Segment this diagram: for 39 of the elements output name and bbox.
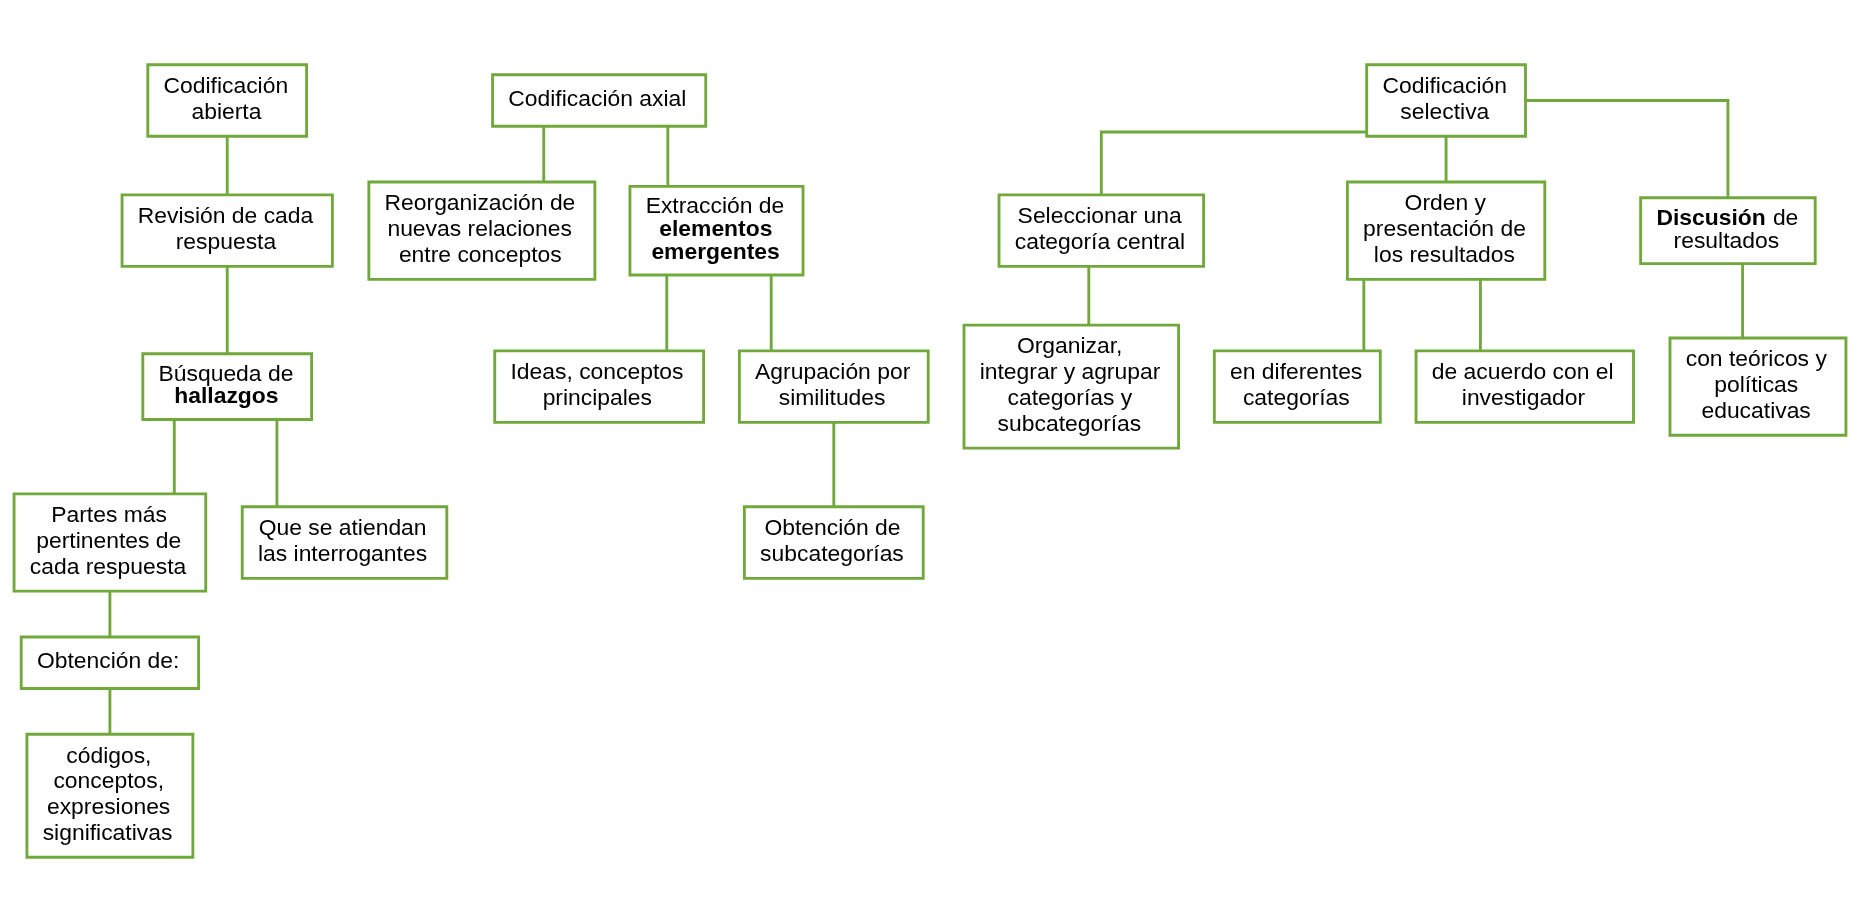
connector — [542, 126, 546, 182]
node-box: Reorganización de nuevas relaciones entre conceptos — [367, 180, 597, 281]
connector — [108, 689, 112, 734]
node-box: Seleccionar una categoría central — [997, 193, 1206, 268]
node-box: Obtención de: — [19, 635, 201, 690]
node-box: Que se atiendan las interrogantes — [240, 505, 449, 580]
connector — [275, 419, 279, 507]
node-box: Orden y presentación de los resultados — [1345, 180, 1547, 281]
node-box: Revisión de cada respuesta — [120, 193, 334, 268]
connector — [1099, 130, 1367, 195]
connector — [1087, 266, 1091, 325]
node-box: Codificación axial — [491, 73, 708, 128]
connector — [172, 419, 176, 494]
connector — [108, 591, 112, 637]
node-box: Agrupación por similitudes — [737, 349, 930, 424]
node-box: de acuerdo con el investigador — [1414, 349, 1635, 424]
connector — [665, 275, 669, 351]
node-box: en diferentes categorías — [1212, 349, 1382, 424]
node-box: Obtención de subcategorías — [742, 505, 925, 580]
node-box: Codificación abierta — [146, 63, 309, 138]
connector — [225, 266, 229, 354]
node-box: Codificación selectiva — [1365, 63, 1527, 138]
node-box: Partes más pertinentes de cada respuesta — [12, 492, 208, 593]
node-box: Extracción de elementos emergentes — [628, 184, 805, 277]
connector — [666, 126, 670, 186]
node-box: con teóricos y políticas educativas — [1668, 336, 1848, 437]
connector — [1444, 136, 1448, 182]
node-box: códigos, conceptos, expresiones significativas — [25, 732, 195, 859]
connector — [1362, 279, 1366, 351]
node-box: Organizar, integrar y agrupar categorías y subcategorías — [962, 323, 1180, 450]
node-box: Discusión de resultados — [1639, 196, 1817, 265]
connector — [1525, 99, 1730, 198]
connector — [832, 422, 836, 507]
connector — [1479, 279, 1482, 351]
node-box: Ideas, conceptos principales — [493, 349, 706, 424]
connector — [769, 275, 773, 351]
node-box: Búsqueda de hallazgos — [141, 352, 314, 421]
connector — [1741, 263, 1744, 338]
connector — [225, 136, 229, 195]
